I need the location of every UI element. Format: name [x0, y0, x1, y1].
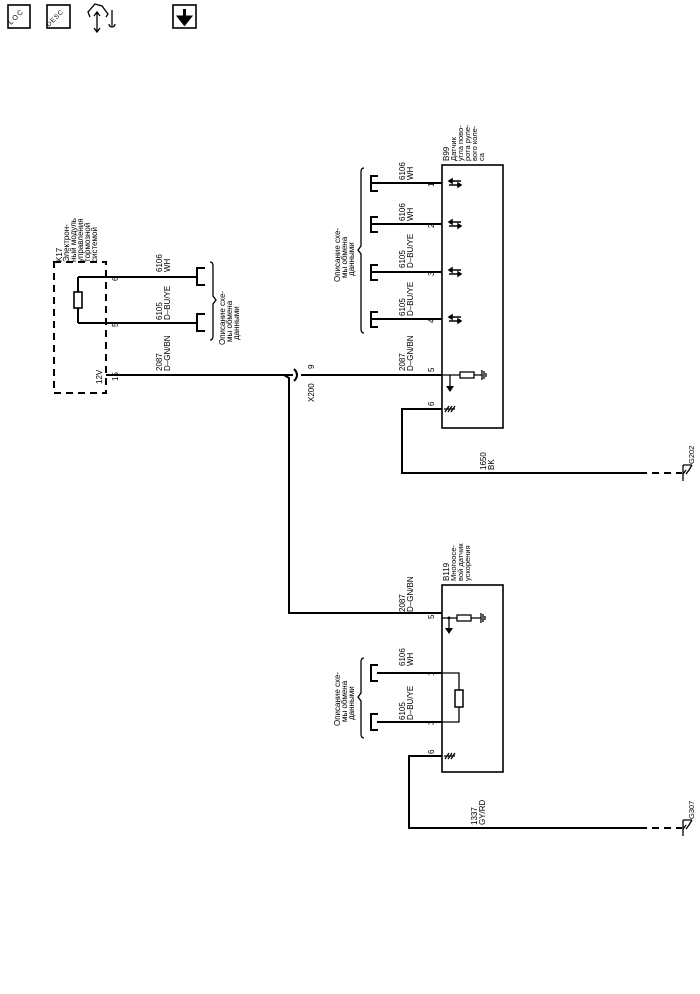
circuit-number: 6105 [155, 302, 164, 320]
toolbar: LOC DESC [7, 3, 197, 34]
component-view-icon[interactable] [87, 3, 116, 34]
ground-g307[interactable]: G307 [687, 801, 696, 819]
pin-number: 2 [427, 223, 436, 228]
b99-data-arrows-icon [447, 177, 463, 325]
diagram-label: 6106 [398, 162, 407, 180]
diagram-label: BK [487, 459, 496, 470]
ground-icon [682, 464, 693, 481]
diagram-label: D–BU/YE [406, 234, 415, 268]
loc-button-frame[interactable] [7, 4, 31, 29]
diagram-label: WH [406, 166, 415, 180]
diagram-label: вого коле- [470, 125, 479, 161]
diagram-label: 6105 [398, 702, 407, 720]
diagram-label: мы обмена [225, 300, 234, 342]
diagram-label: 6106 [398, 203, 407, 221]
diagram-label: 1650 [479, 452, 488, 470]
pin-number: 5 [111, 322, 120, 327]
pin-number: 6 [111, 276, 120, 281]
link-data-comm-b99[interactable]: Описание схе- мы обмена данными [333, 228, 356, 282]
diagram-label: ускорения [463, 545, 472, 581]
wire-1337-ground[interactable] [408, 755, 682, 829]
brace [209, 261, 217, 341]
x200-connector-icon [293, 368, 298, 382]
k17-module[interactable]: K17 Электрон- ный модуль управления торм… [53, 218, 107, 394]
connector-bracket-icon [370, 175, 378, 328]
wire-1650-ground[interactable] [401, 408, 682, 474]
k17-name: Электрон- [62, 224, 71, 262]
diagram-label: D–GN/BN [406, 335, 415, 371]
diagram-label: WH [406, 652, 415, 666]
wire-color: WH [163, 258, 172, 272]
b119-module[interactable]: B119 Многоосе- вой датчик ускорения [441, 543, 504, 773]
wire-color: D–GN/BN [163, 335, 172, 371]
k17-name: системой [90, 227, 99, 262]
b99-ref: B99 [442, 146, 451, 161]
pin-number: 5 [427, 367, 436, 372]
diagram-label: Описание схе- [218, 291, 227, 345]
b99-data-wires[interactable] [371, 182, 442, 320]
diagram-label: вой датчик [456, 543, 465, 581]
diagram-label: мы обмена [340, 236, 349, 278]
diagram-label: 6106 [398, 648, 407, 666]
pin-number: 4 [427, 318, 436, 323]
circuit-number: 6106 [155, 254, 164, 272]
diagram-label: данными [232, 306, 241, 340]
resistor-icon [73, 291, 83, 309]
resistor-icon [454, 689, 464, 708]
diagram-label: D–BU/YE [406, 686, 415, 720]
diagram-label: са [477, 152, 486, 161]
k17-name: тормозной [83, 223, 92, 262]
desc-button-frame[interactable] [46, 4, 71, 29]
brace [357, 657, 365, 739]
pin-number: 15 [111, 372, 120, 381]
pin-number: 6 [427, 401, 436, 406]
ground-g202[interactable]: G202 [687, 446, 696, 464]
diagram-label: данными [347, 686, 356, 720]
pin-number: 1 [427, 182, 436, 187]
connector-bracket-icon [370, 664, 378, 731]
diagram-label: 2087 [398, 353, 407, 371]
link-data-comm-b119[interactable]: Описание схе- мы обмена данными [333, 672, 356, 726]
k17-name: управления [76, 218, 85, 262]
b119-pin5-circuit [442, 613, 486, 760]
b119-data-wires[interactable] [377, 672, 442, 723]
link-data-comm-k17[interactable]: Описание схе- мы обмена данными [218, 291, 241, 345]
connector-bracket-icon [196, 267, 205, 332]
x200-pin: 9 [307, 364, 316, 369]
circuit-number: 2087 [155, 353, 164, 371]
diagram-label: рота руле- [463, 124, 472, 161]
k17-ref: K17 [55, 247, 64, 262]
ground-icon [682, 819, 693, 836]
diagram-label: D–GN/BN [406, 576, 415, 612]
download-button[interactable] [172, 4, 197, 29]
b119-ref: B119 [442, 562, 451, 581]
pin-number: 6 [427, 749, 436, 754]
diagram-label: угла пово- [456, 125, 465, 161]
diagram-label: 6105 [398, 250, 407, 268]
wire-color: D–BU/YE [163, 286, 172, 320]
pin-number: 5 [427, 614, 436, 619]
arrow-down-icon [175, 9, 194, 27]
pin-number: 3 [427, 271, 436, 276]
x200-ref[interactable]: X200 [307, 383, 316, 402]
b99-pin5-circuit [442, 370, 487, 413]
diagram-label: 2087 [398, 594, 407, 612]
diagram-label: WH [406, 207, 415, 221]
b99-module[interactable]: B99 Датчик угла пово- рота руле- вого ко… [441, 124, 504, 429]
k17-name: ный модуль [69, 218, 78, 262]
diagram-label: Датчик [449, 136, 458, 161]
diagram-label: 1337 [470, 807, 479, 825]
wire-2087[interactable] [106, 374, 442, 614]
brace [357, 167, 365, 334]
diagram-label: мы обмена [340, 680, 349, 722]
diagram-label: Описание схе- [333, 228, 342, 282]
diagram-label: GY/RD [478, 799, 487, 825]
diagram-label: Многоосе- [449, 545, 458, 581]
diagram-label: Описание схе- [333, 672, 342, 726]
diagram-label: D–BU/YE [406, 282, 415, 316]
diagram-label: 6105 [398, 298, 407, 316]
diagram-label: данными [347, 242, 356, 276]
k17-voltage: 12V [95, 369, 104, 384]
